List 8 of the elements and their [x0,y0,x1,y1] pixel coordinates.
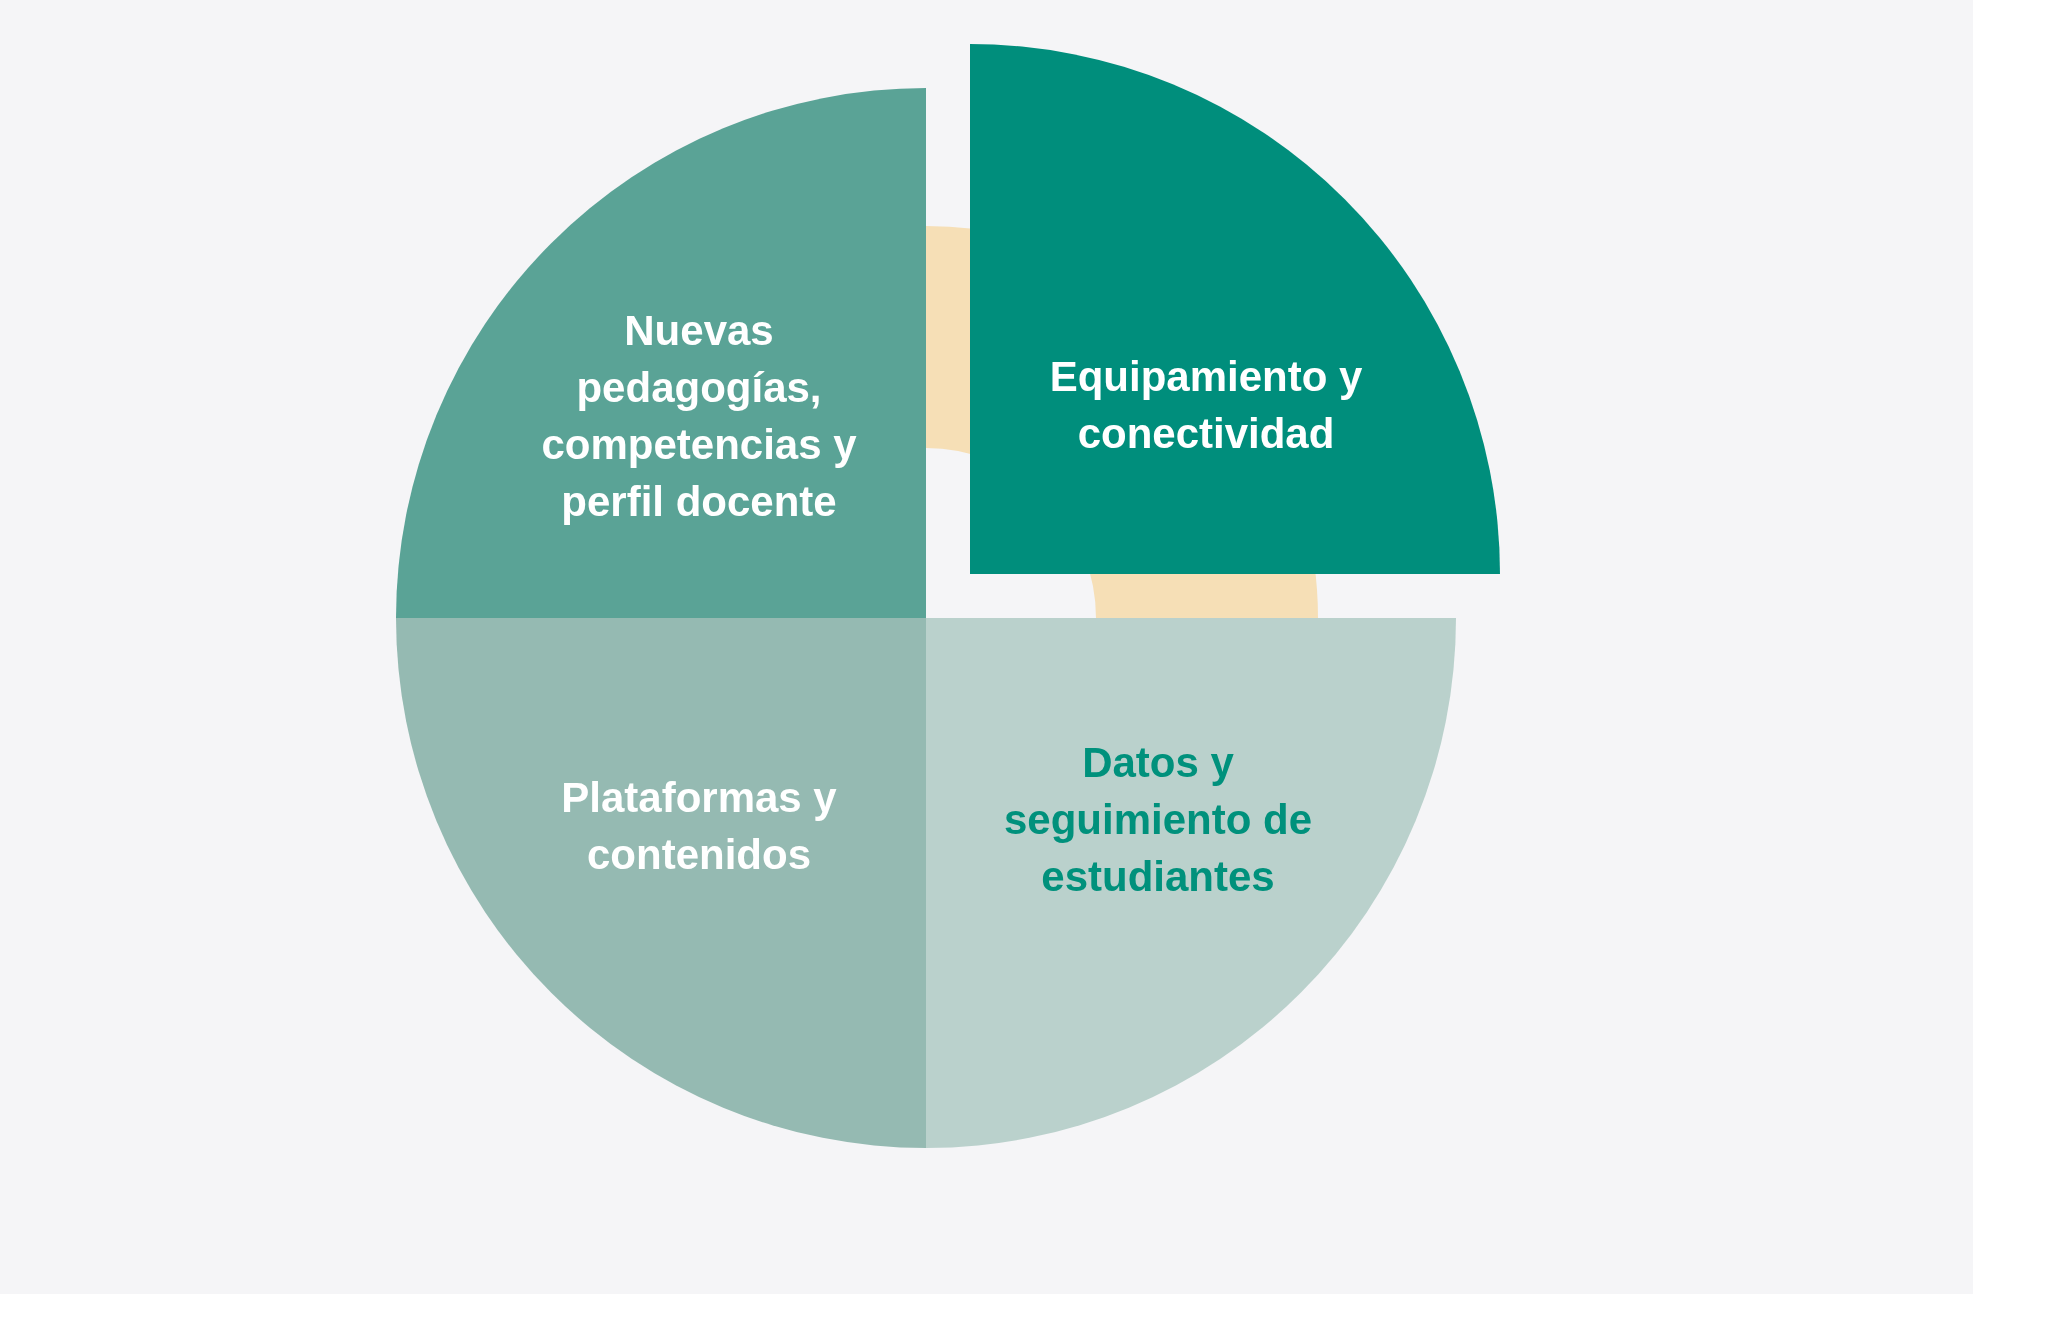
segment-label: Nuevas pedagogías, competencias y perfil docente [540,306,858,527]
quadrant-segment [396,88,926,618]
segment-label: Equipamiento y conectividad [1048,352,1364,459]
quadrant-segment [396,618,926,1148]
segment-label: Datos y seguimiento de estudiantes [1002,737,1314,902]
segment-label: Plataformas y contenidos [560,773,838,880]
quadrant-segment [970,44,1500,574]
quadrant-segment [926,618,1456,1148]
